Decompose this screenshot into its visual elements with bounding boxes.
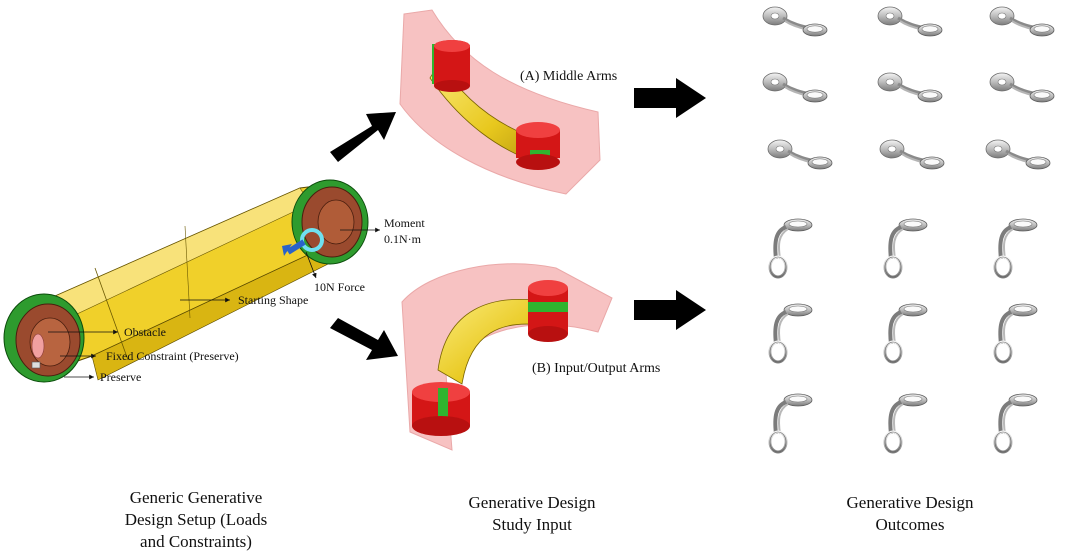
outcome-a-6 bbox=[988, 71, 1056, 104]
outcome-b-2 bbox=[883, 217, 929, 279]
outcome-b-6 bbox=[993, 302, 1039, 364]
starting-shape-model bbox=[3, 179, 369, 383]
outcome-a-9 bbox=[984, 138, 1052, 171]
outcome-b-3 bbox=[993, 217, 1039, 279]
outcome-a-7 bbox=[766, 138, 834, 171]
outcome-b-1 bbox=[768, 217, 814, 279]
study-input-input-output-arms bbox=[401, 263, 613, 451]
outcome-a-5 bbox=[876, 71, 944, 104]
obstacle-label: Obstacle bbox=[124, 325, 166, 339]
lock-icon bbox=[31, 361, 41, 369]
outcome-a-4 bbox=[761, 71, 829, 104]
outcome-b-4 bbox=[768, 302, 814, 364]
outcome-b-5 bbox=[883, 302, 929, 364]
outcome-a-8 bbox=[878, 138, 946, 171]
flow-arrow-a-icon bbox=[634, 78, 706, 118]
moment-label: Moment bbox=[384, 216, 425, 230]
moment-value: 0.1N·m bbox=[384, 232, 422, 246]
svg-text:Generative Design: Generative Design bbox=[847, 493, 974, 512]
svg-text:Design Setup (Loads: Design Setup (Loads bbox=[125, 510, 268, 529]
input-output-arms-label: (B) Input/Output Arms bbox=[532, 361, 660, 376]
outcomes-grid-a bbox=[761, 5, 1056, 171]
outcome-b-7 bbox=[768, 392, 814, 454]
flow-arrow-b-icon bbox=[634, 290, 706, 330]
caption-study-input: Generative Design Study Input bbox=[469, 493, 596, 534]
svg-text:Generative Design: Generative Design bbox=[469, 493, 596, 512]
fixed-constraint-label: Fixed Constraint (Preserve) bbox=[106, 349, 239, 363]
setup-leaders bbox=[48, 227, 380, 380]
flow-arrow-down-icon bbox=[330, 318, 398, 360]
svg-text:and Constraints): and Constraints) bbox=[140, 532, 252, 551]
outcome-b-8 bbox=[883, 392, 929, 454]
preserve-label: Preserve bbox=[100, 370, 141, 384]
svg-text:Outcomes: Outcomes bbox=[876, 515, 945, 534]
study-input-middle-arms bbox=[399, 9, 601, 195]
caption-outcomes: Generative Design Outcomes bbox=[847, 493, 974, 534]
outcomes-grid-b bbox=[768, 217, 1039, 454]
outcome-b-9 bbox=[993, 392, 1039, 454]
caption-setup: Generic Generative Design Setup (Loads a… bbox=[125, 488, 268, 551]
outcome-a-1 bbox=[761, 5, 829, 38]
force-arrow-icon bbox=[286, 239, 306, 255]
starting-shape-label: Starting Shape bbox=[238, 293, 308, 307]
flow-arrow-up-icon bbox=[330, 112, 396, 162]
force-label: 10N Force bbox=[314, 280, 365, 294]
svg-text:Study Input: Study Input bbox=[492, 515, 572, 534]
svg-text:Generic Generative: Generic Generative bbox=[130, 488, 263, 507]
outcome-a-2 bbox=[876, 5, 944, 38]
middle-arms-label: (A) Middle Arms bbox=[520, 69, 617, 84]
outcome-a-3 bbox=[988, 5, 1056, 38]
